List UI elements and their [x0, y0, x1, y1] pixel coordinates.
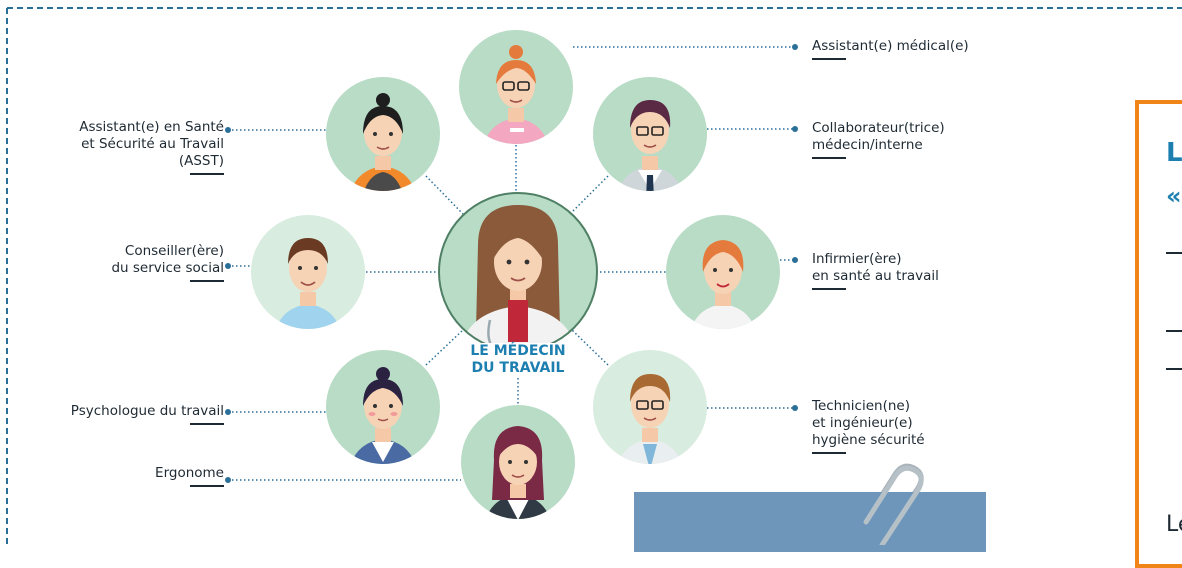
label-connectors	[225, 44, 798, 483]
label-underline	[190, 423, 224, 425]
label-conseiller-line2: du service social	[111, 260, 224, 276]
label-underline	[812, 157, 846, 159]
label-collaborateur-line1: Collaborateur(trice)	[812, 120, 945, 136]
avatar-asst	[326, 77, 440, 191]
label-asst: Assistant(e) en Santé et Sécurité au Tra…	[79, 119, 224, 175]
label-technicien-line2: et ingénieur(e)	[812, 415, 913, 431]
side-card-dash	[1166, 252, 1182, 254]
label-technicien-line1: Technicien(ne)	[812, 398, 910, 414]
bottom-blue-panel	[634, 492, 986, 552]
side-card-heading: L	[1166, 138, 1182, 168]
side-card-dash	[1166, 330, 1182, 332]
label-underline	[812, 452, 846, 454]
label-ergonome: Ergonome	[155, 465, 224, 487]
label-assistant-medical-line1: Assistant(e) médical(e)	[812, 38, 969, 54]
paperclip-overlay-icon	[863, 465, 924, 545]
avatar-technicien	[593, 350, 707, 464]
side-card-footer: Le	[1166, 512, 1182, 537]
label-psychologue: Psychologue du travail	[71, 403, 224, 425]
label-ergonome-line1: Ergonome	[155, 465, 224, 481]
side-card-quote: «	[1166, 182, 1182, 210]
label-underline	[190, 280, 224, 282]
avatar-conseiller	[251, 215, 365, 329]
label-asst-line1: Assistant(e) en Santé	[79, 119, 224, 135]
center-title: LE MÉDECIN DU TRAVAIL	[441, 343, 595, 377]
label-underline	[190, 173, 224, 175]
label-asst-line2: et Sécurité au Travail	[81, 136, 224, 152]
label-conseiller-line1: Conseiller(ère)	[124, 243, 224, 259]
label-technicien: Technicien(ne) et ingénieur(e) hygiène s…	[812, 398, 925, 454]
avatar-psychologue	[326, 350, 440, 464]
label-collaborateur-line2: médecin/interne	[812, 137, 923, 153]
avatar-collaborateur	[593, 77, 707, 191]
label-infirmier-line2: en santé au travail	[812, 268, 939, 284]
center-avatar	[438, 192, 598, 352]
label-infirmier-line1: Infirmier(ère)	[812, 251, 902, 267]
label-underline	[812, 288, 846, 290]
label-collaborateur: Collaborateur(trice) médecin/interne	[812, 120, 945, 159]
side-card-dash	[1166, 368, 1182, 370]
avatar-assistant-medical	[459, 30, 573, 144]
center-title-line2: DU TRAVAIL	[468, 360, 568, 377]
label-underline	[190, 485, 224, 487]
label-asst-line3: (ASST)	[178, 153, 224, 169]
diagram-canvas	[6, 7, 1182, 545]
center-title-line1: LE MÉDECIN	[467, 343, 569, 360]
avatar-infirmier	[666, 215, 780, 329]
dashed-frame	[6, 7, 1182, 545]
label-technicien-line3: hygiène sécurité	[812, 432, 925, 448]
label-underline	[812, 58, 846, 60]
label-assistant-medical: Assistant(e) médical(e)	[812, 38, 969, 60]
label-psychologue-line1: Psychologue du travail	[70, 403, 224, 419]
avatar-ergonome	[461, 405, 575, 519]
label-infirmier: Infirmier(ère) en santé au travail	[812, 251, 939, 290]
label-conseiller: Conseiller(ère) du service social	[111, 243, 224, 282]
side-info-card	[1135, 100, 1182, 568]
